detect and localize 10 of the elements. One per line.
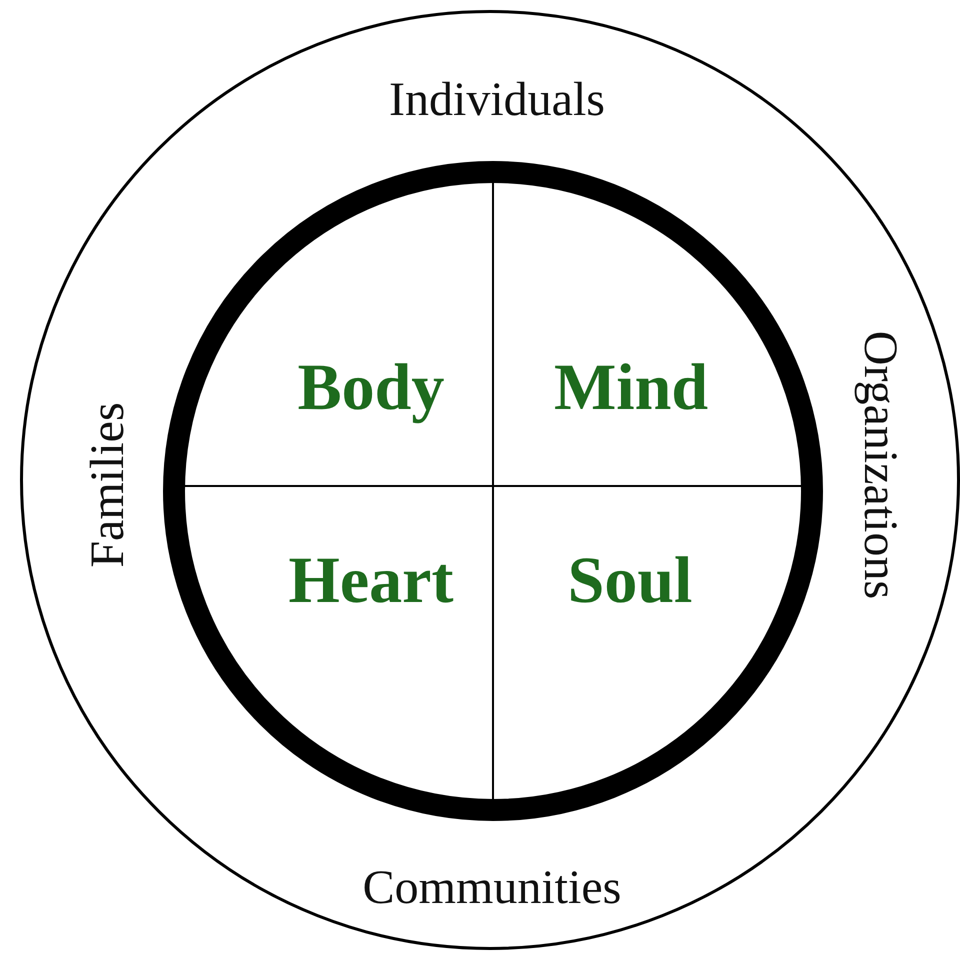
quadrant-label: Heart: [288, 548, 454, 614]
quadrant-label: Soul: [568, 548, 692, 614]
ring-label: Organizations: [856, 330, 904, 600]
ring-label: Communities: [362, 864, 622, 912]
ring-label: Individuals: [389, 76, 605, 124]
quadrant-label: Mind: [554, 355, 708, 421]
inner-circle: [163, 161, 823, 821]
ring-label: Families: [84, 402, 132, 568]
outer-ring: [20, 10, 960, 950]
quadrant-label: Body: [298, 355, 444, 421]
